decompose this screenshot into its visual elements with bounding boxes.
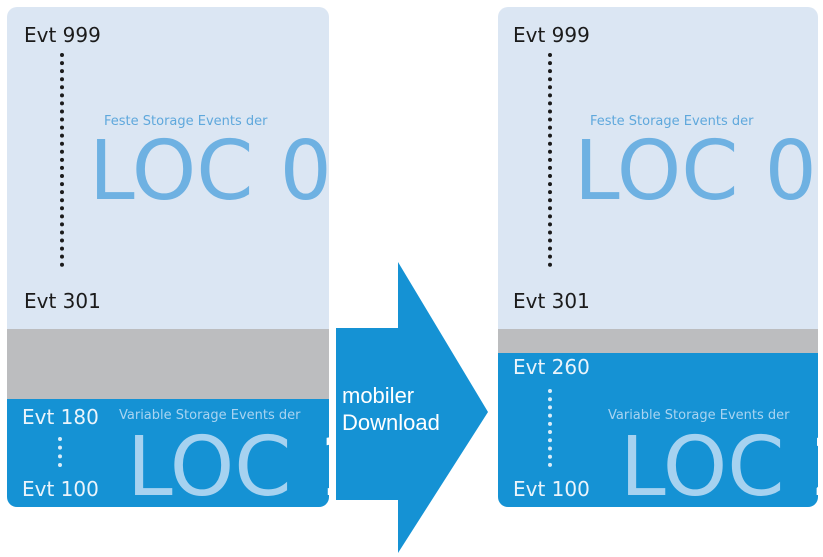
arrow-shape	[336, 262, 488, 553]
variable-storage-caption: Variable Storage Events der	[608, 408, 790, 423]
fixed-loc-label: LOC 0	[89, 124, 329, 219]
variable-top-event-label: Evt 180	[22, 405, 99, 429]
memory-panel-right: Evt 999 Evt 301 Feste Storage Events der…	[498, 7, 818, 507]
variable-storage-caption: Variable Storage Events der	[119, 408, 301, 423]
unused-storage-zone	[7, 329, 329, 399]
variable-event-range-dots	[58, 437, 62, 467]
fixed-bottom-event-label: Evt 301	[513, 289, 590, 313]
fixed-top-event-label: Evt 999	[513, 23, 590, 47]
fixed-bottom-event-label: Evt 301	[24, 289, 101, 313]
unused-storage-zone	[498, 329, 818, 353]
variable-top-event-label: Evt 260	[513, 355, 590, 379]
fixed-top-event-label: Evt 999	[24, 23, 101, 47]
fixed-event-range-dots	[60, 53, 64, 267]
memory-panel-left: Evt 999 Evt 301 Feste Storage Events der…	[7, 7, 329, 507]
variable-loc-number: 1	[318, 420, 329, 508]
arrow-label-line1: mobiler	[342, 383, 415, 408]
variable-loc-label: LOC 1	[127, 427, 329, 508]
variable-event-range-dots	[548, 389, 552, 467]
variable-loc-number: 2	[811, 420, 818, 508]
variable-bottom-event-label: Evt 100	[513, 477, 590, 501]
variable-loc-prefix: LOC	[127, 420, 292, 508]
fixed-loc-label: LOC 0	[574, 124, 817, 219]
variable-loc-prefix: LOC	[620, 420, 785, 508]
fixed-storage-caption: Feste Storage Events der	[104, 114, 268, 129]
fixed-storage-caption: Feste Storage Events der	[590, 114, 754, 129]
variable-loc-label: LOC 2	[620, 427, 818, 508]
variable-bottom-event-label: Evt 100	[22, 477, 99, 501]
fixed-event-range-dots	[548, 53, 552, 267]
arrow-label-line2: Download	[342, 410, 440, 435]
